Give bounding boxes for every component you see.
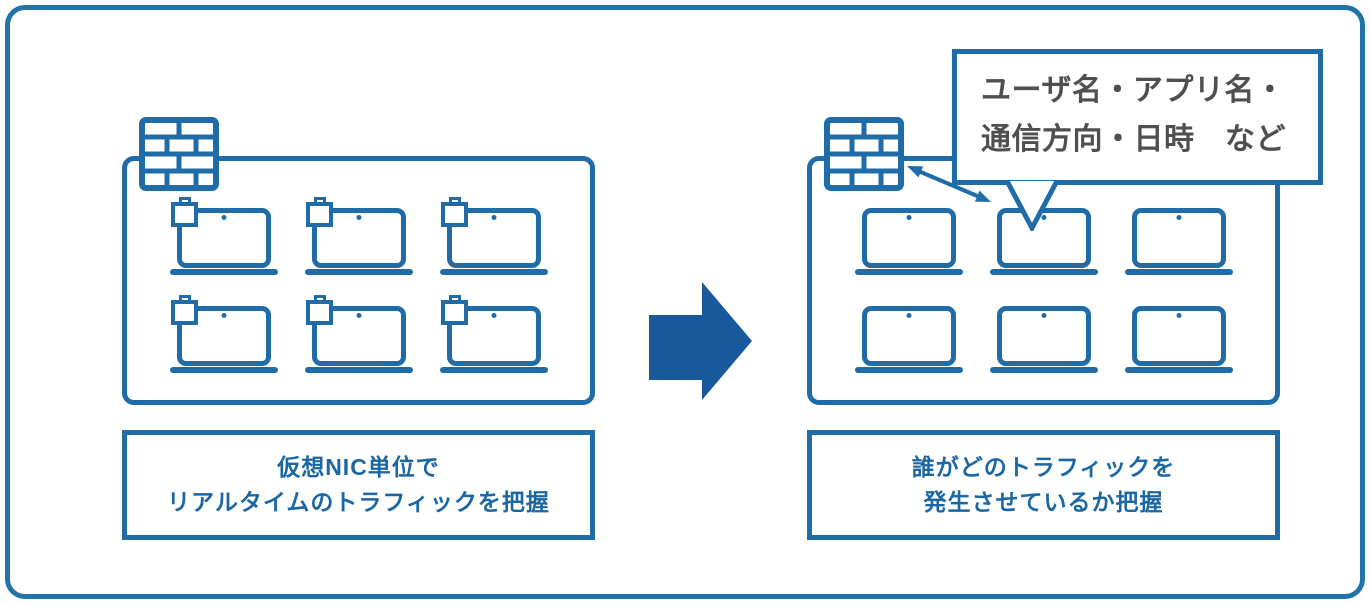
laptop-icon — [440, 295, 548, 373]
laptop-base — [170, 367, 278, 373]
laptop-base — [855, 367, 963, 373]
laptop-icon — [170, 197, 278, 275]
laptop-base — [855, 269, 963, 275]
camera-dot-icon — [221, 215, 227, 220]
laptop-base — [440, 269, 548, 275]
laptop-screen — [312, 208, 406, 268]
callout-line2: 通信方向・日時 など — [981, 123, 1286, 156]
laptop-icon — [1125, 306, 1233, 373]
laptop-icon — [855, 306, 963, 373]
left-caption-line1: 仮想NIC単位で — [277, 454, 440, 480]
laptop-base — [1125, 269, 1233, 275]
clipboard-icon — [306, 202, 333, 227]
laptop-icon — [305, 295, 413, 373]
laptop-icon — [855, 208, 963, 275]
camera-dot-icon — [906, 215, 912, 220]
camera-dot-icon — [1041, 215, 1047, 220]
right-caption-box: 誰がどのトラフィックを 発生させているか把握 — [807, 430, 1280, 540]
camera-dot-icon — [906, 313, 912, 318]
outer-border-frame — [5, 5, 1365, 599]
clipboard-icon — [441, 300, 468, 325]
laptop-screen — [177, 208, 271, 268]
laptop-base — [1125, 367, 1233, 373]
laptop-base — [990, 269, 1098, 275]
double-headed-arrow-icon — [907, 166, 991, 202]
camera-dot-icon — [1176, 313, 1182, 318]
camera-dot-icon — [1041, 313, 1047, 318]
laptop-screen — [447, 208, 541, 268]
laptop-base — [305, 367, 413, 373]
laptop-screen — [862, 208, 956, 268]
callout-tail — [1004, 181, 1060, 231]
camera-dot-icon — [491, 215, 497, 220]
clipboard-icon — [171, 202, 198, 227]
laptop-icon — [305, 197, 413, 275]
laptop-screen — [312, 306, 406, 366]
laptop-screen — [1132, 208, 1226, 268]
clipboard-icon — [306, 300, 333, 325]
callout-line1: ユーザ名・アプリ名・ — [981, 74, 1286, 107]
clipboard-icon — [441, 202, 468, 227]
laptop-icon — [1125, 208, 1233, 275]
right-caption-line1: 誰がどのトラフィックを — [911, 454, 1176, 480]
laptop-screen — [177, 306, 271, 366]
firewall-icon — [139, 117, 219, 191]
camera-dot-icon — [221, 313, 227, 318]
laptop-icon — [170, 295, 278, 373]
firewall-icon — [824, 117, 904, 191]
laptop-base — [305, 269, 413, 275]
callout-bubble: ユーザ名・アプリ名・ 通信方向・日時 など — [952, 49, 1323, 185]
camera-dot-icon — [1176, 215, 1182, 220]
laptop-base — [440, 367, 548, 373]
right-caption-line2: 発生させているか把握 — [923, 489, 1164, 515]
left-caption-box: 仮想NIC単位で リアルタイムのトラフィックを把握 — [122, 430, 595, 540]
camera-dot-icon — [356, 215, 362, 220]
left-group-frame — [122, 156, 595, 405]
camera-dot-icon — [356, 313, 362, 318]
laptop-screen — [447, 306, 541, 366]
laptop-screen — [862, 306, 956, 366]
left-caption-line2: リアルタイムのトラフィックを把握 — [167, 489, 550, 515]
laptop-base — [170, 269, 278, 275]
laptop-icon — [990, 306, 1098, 373]
laptop-base — [990, 367, 1098, 373]
laptop-screen — [997, 306, 1091, 366]
laptop-screen — [1132, 306, 1226, 366]
right-arrow-icon — [649, 282, 752, 400]
laptop-icon — [440, 197, 548, 275]
camera-dot-icon — [491, 313, 497, 318]
clipboard-icon — [171, 300, 198, 325]
